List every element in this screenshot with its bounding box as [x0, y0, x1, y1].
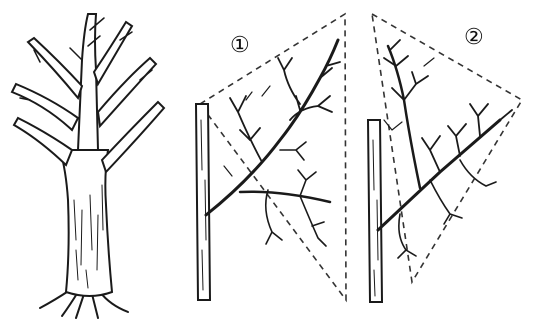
dashed-outline-2 — [372, 14, 522, 282]
pruning-panel-1: ① — [196, 14, 346, 300]
pruning-panel-2: ② — [368, 14, 522, 302]
dashed-outline-1 — [200, 14, 346, 300]
tree-illustration — [12, 14, 164, 318]
panel-2-label: ② — [464, 25, 484, 50]
panel-1-label: ① — [230, 33, 250, 58]
